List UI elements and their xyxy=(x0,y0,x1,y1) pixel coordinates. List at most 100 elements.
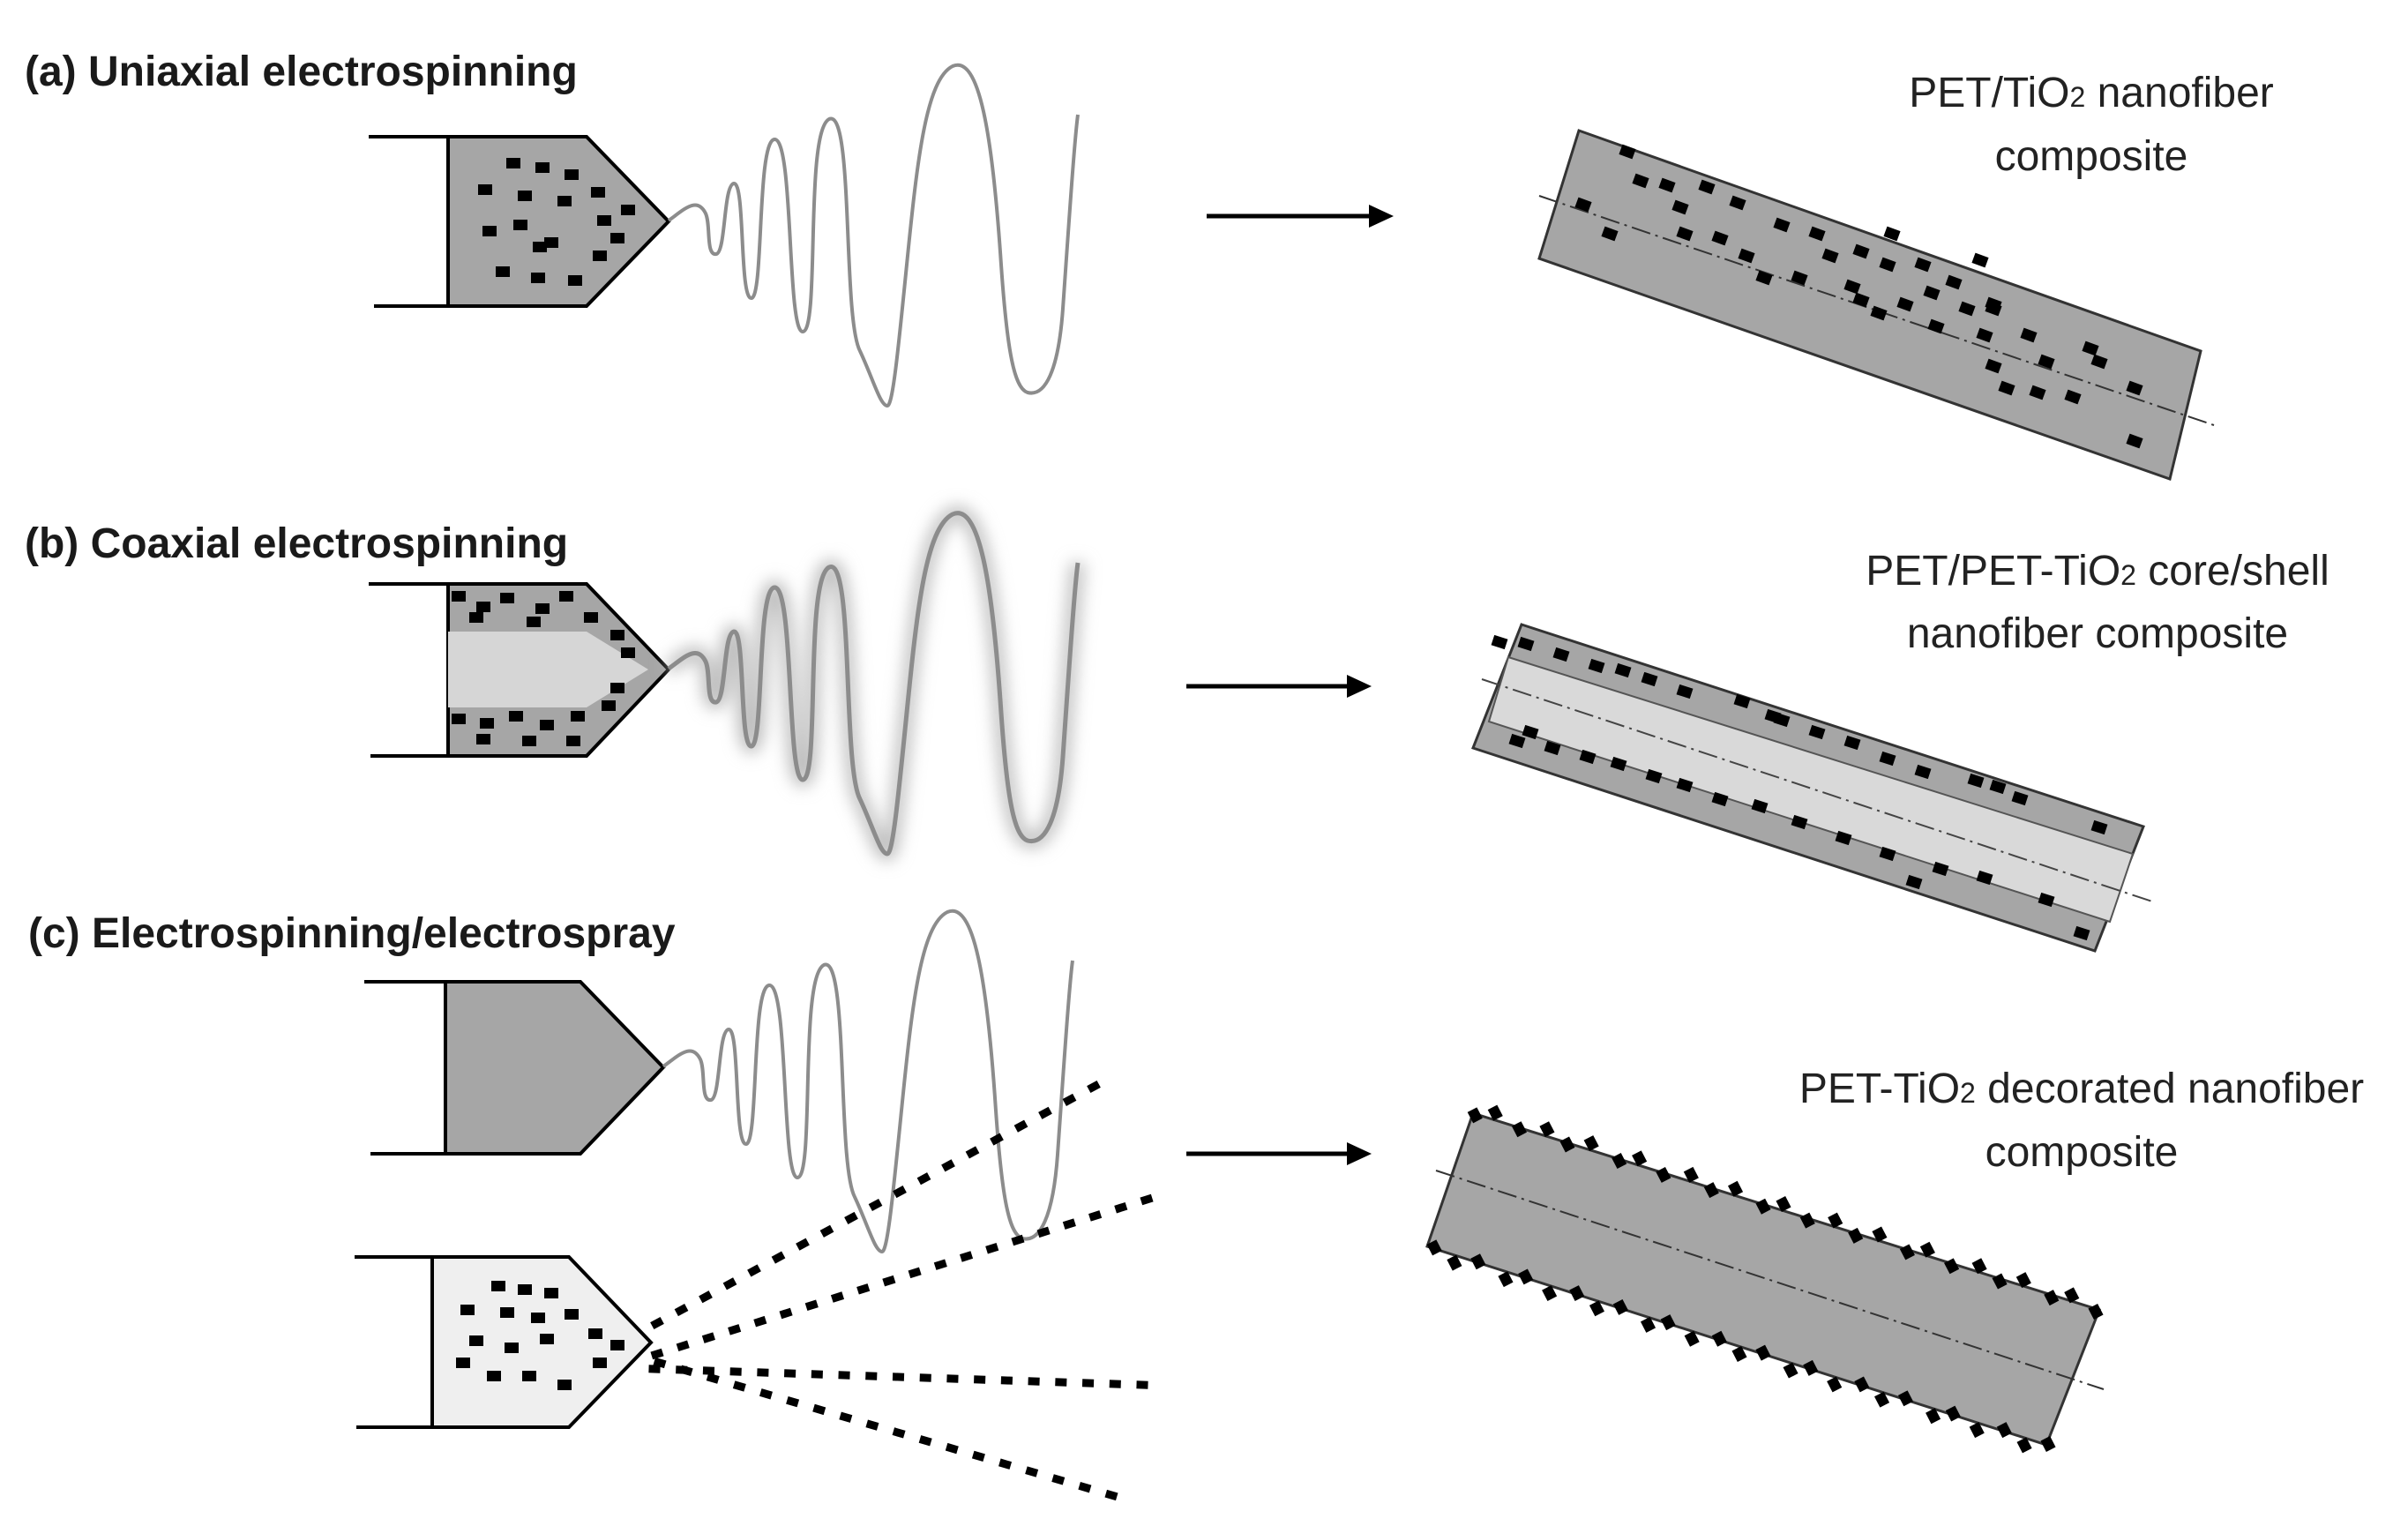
panel-a-product-label-2: composite xyxy=(1995,133,2188,180)
tio2-particle xyxy=(1632,1150,1648,1167)
tio2-particle xyxy=(533,242,547,252)
panel-c-title: (c) Electrospinning/electrospray xyxy=(28,910,676,957)
panel-a-title: (a) Uniaxial electrospinning xyxy=(25,49,578,95)
tio2-particle xyxy=(786,1395,800,1408)
tio2-particle xyxy=(1087,1080,1101,1094)
tio2-particle xyxy=(1601,226,1619,242)
tio2-particle xyxy=(1852,243,1870,259)
tio2-particle xyxy=(1508,733,1526,749)
tio2-particle xyxy=(2073,925,2090,941)
tio2-particle xyxy=(1552,647,1570,662)
tio2-particle xyxy=(1808,226,1826,242)
tio2-particle xyxy=(701,1332,715,1343)
tio2-particle xyxy=(830,1291,845,1303)
tio2-particle xyxy=(597,215,611,226)
tio2-particle xyxy=(1619,144,1636,160)
tio2-particle xyxy=(1731,1346,1747,1362)
tio2-particle xyxy=(757,1368,769,1377)
tio2-particle xyxy=(1985,301,2002,317)
tio2-particle xyxy=(1848,1227,1864,1244)
tio2-particle xyxy=(610,233,624,243)
tio2-particle xyxy=(1511,1121,1528,1138)
tio2-particle xyxy=(460,1305,475,1315)
tio2-particle xyxy=(568,275,582,286)
tio2-particle xyxy=(1932,861,1949,877)
tio2-particle xyxy=(2020,327,2038,343)
tio2-particle xyxy=(518,1284,532,1295)
tio2-particle xyxy=(1109,1380,1121,1388)
tio2-particle xyxy=(965,1146,980,1159)
tio2-particle xyxy=(535,603,550,614)
tio2-particle xyxy=(2029,385,2046,400)
tio2-particle xyxy=(1799,1212,1815,1229)
tio2-particle xyxy=(990,1133,1004,1146)
tio2-particle xyxy=(1136,1380,1148,1389)
tio2-particle xyxy=(2088,1304,2104,1320)
tio2-particle xyxy=(1827,1376,1843,1393)
tio2-particle xyxy=(1487,1104,1503,1121)
tio2-particle xyxy=(1055,1378,1067,1387)
tio2-particle xyxy=(1579,749,1597,765)
tio2-particle xyxy=(1791,270,1808,286)
panel-b-arrow xyxy=(1186,675,1372,698)
panel-a-fiber-axis xyxy=(1538,195,2215,426)
tio2-particle xyxy=(882,1275,896,1287)
panel-a-nozzle xyxy=(369,135,671,308)
panel-a-product-label-1: PET/TiO2 nanofiber xyxy=(1909,70,2274,116)
panel-b-fiber xyxy=(1471,623,2153,953)
tio2-particle xyxy=(544,237,558,248)
tio2-particle xyxy=(1000,1376,1013,1385)
tio2-particle xyxy=(1711,791,1729,807)
tio2-particle xyxy=(1711,230,1729,246)
tio2-particle xyxy=(2038,892,2055,908)
panel-a-arrow xyxy=(1207,205,1394,228)
tio2-particle xyxy=(1467,1107,1483,1124)
panel-c-spray-nozzle xyxy=(355,1255,654,1429)
tio2-particle xyxy=(893,1186,907,1199)
tio2-particle xyxy=(1658,177,1676,193)
tio2-particle xyxy=(1945,274,1963,290)
tio2-particle xyxy=(1969,1422,1985,1439)
tio2-particle xyxy=(812,1403,826,1416)
tio2-particle xyxy=(759,1388,773,1400)
tio2-particle xyxy=(1518,1268,1534,1285)
tio2-particle xyxy=(941,1159,955,1172)
tio2-particle xyxy=(527,617,541,627)
tio2-particle xyxy=(1612,1153,1627,1170)
tio2-particle xyxy=(844,1211,858,1224)
tio2-particle xyxy=(1088,1210,1103,1222)
tio2-particle xyxy=(1945,1405,1961,1422)
tio2-particle xyxy=(1610,756,1627,772)
tio2-particle xyxy=(557,196,572,206)
panel-b-nozzle-particles xyxy=(452,591,635,746)
tio2-particle xyxy=(985,1243,999,1254)
tio2-particle xyxy=(1751,798,1769,814)
tio2-particle xyxy=(1808,724,1826,740)
tio2-particle xyxy=(1036,1226,1051,1238)
tio2-particle xyxy=(602,700,616,711)
tio2-particle xyxy=(1870,305,1888,321)
tio2-particle xyxy=(796,1238,810,1251)
tio2-particle xyxy=(2126,380,2143,396)
tio2-particle xyxy=(500,593,514,603)
tio2-particle xyxy=(2064,1287,2080,1304)
tio2-particle xyxy=(469,1335,483,1346)
tio2-particle xyxy=(2090,819,2108,835)
tio2-particle xyxy=(1852,292,1870,308)
tio2-particle xyxy=(919,1373,931,1382)
tio2-particle xyxy=(1640,1316,1656,1333)
tio2-particle xyxy=(1791,814,1808,830)
tio2-particle xyxy=(1011,1234,1025,1246)
tio2-particle xyxy=(1958,301,1976,317)
tio2-particle xyxy=(610,630,624,640)
tio2-particle xyxy=(1517,636,1535,652)
tio2-particle xyxy=(1729,195,1746,211)
tio2-particle xyxy=(584,612,598,623)
tio2-particle xyxy=(1676,226,1694,242)
tio2-particle xyxy=(1873,1391,1890,1408)
tio2-particle xyxy=(1854,1376,1870,1393)
tio2-particle xyxy=(509,711,523,722)
tio2-particle xyxy=(610,1340,624,1350)
tio2-particle xyxy=(522,736,536,746)
tio2-particle xyxy=(1051,1474,1066,1485)
